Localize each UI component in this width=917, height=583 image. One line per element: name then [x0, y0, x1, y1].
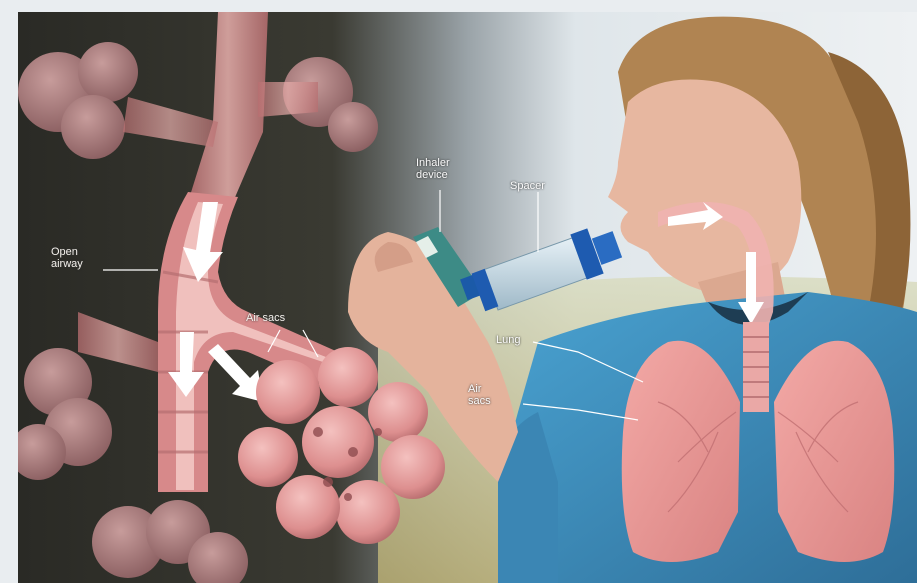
label-open-airway-line2: airway [51, 258, 83, 270]
label-inhaler-line1: Inhaler [416, 157, 450, 169]
label-open-airway: Open airway [51, 246, 83, 270]
label-inhaler-device: Inhaler device [416, 157, 450, 181]
label-air-sacs-right-line1: Air [468, 383, 491, 395]
asthma-illustration: Open airway Air sacs Inhaler device Spac… [18, 12, 917, 583]
label-air-sacs-right: Air sacs [468, 383, 491, 407]
label-air-sacs-right-line2: sacs [468, 395, 491, 407]
label-lung: Lung [496, 334, 520, 346]
label-spacer: Spacer [510, 180, 545, 192]
label-open-airway-line1: Open [51, 246, 83, 258]
label-air-sacs-left: Air sacs [246, 312, 285, 324]
illustration-svg [18, 12, 917, 583]
label-inhaler-line2: device [416, 169, 450, 181]
